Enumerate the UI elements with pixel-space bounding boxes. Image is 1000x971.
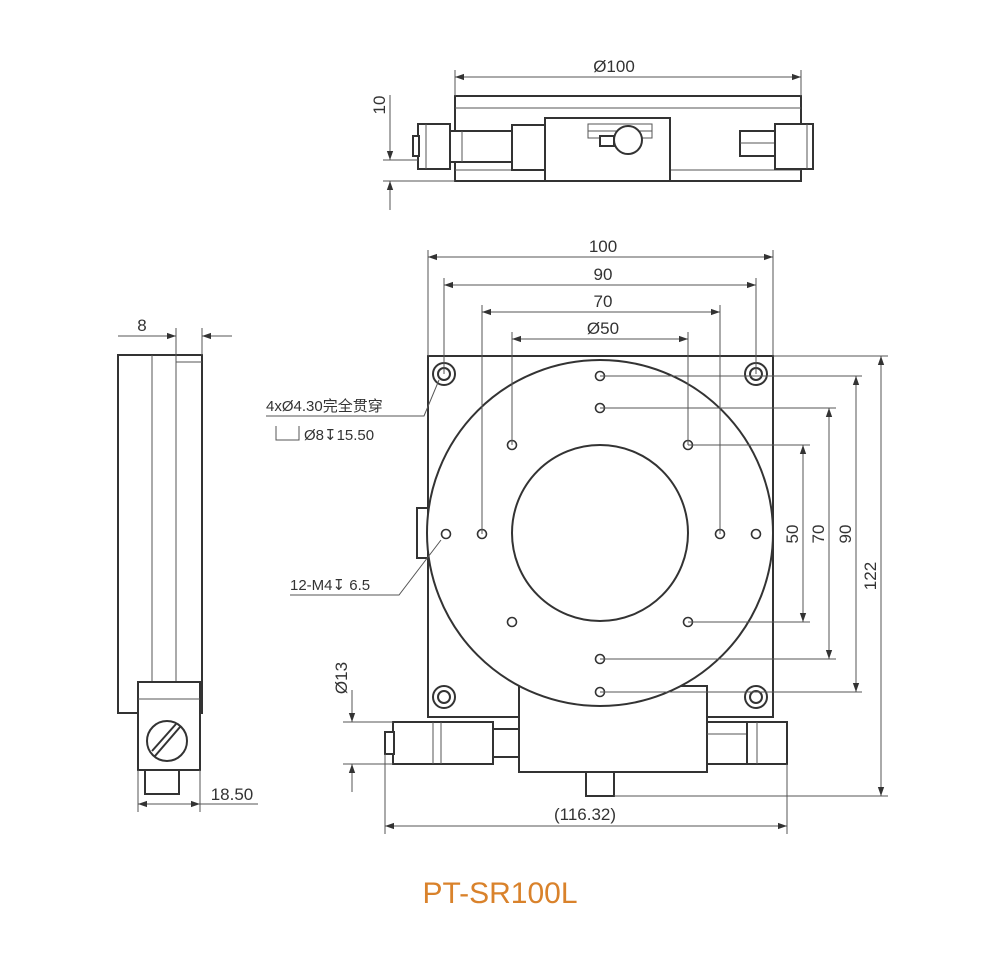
dimension-top-height: 10 — [370, 96, 389, 115]
front-view: 100 90 70 Ø50 50 70 90 122 Ø13 (116 — [266, 237, 888, 834]
model-name: PT-SR100L — [422, 877, 577, 910]
dimension-side-thickness: 8 — [137, 316, 146, 335]
side-view-body — [117, 354, 203, 714]
dimension-width-90: 90 — [594, 265, 613, 284]
front-view-spring-housing — [706, 721, 748, 765]
dimension-top-width: Ø100 — [593, 57, 635, 76]
thread-leader — [290, 539, 442, 596]
dimension-height-50: 50 — [783, 525, 802, 544]
front-view-bottom-knob — [585, 771, 615, 797]
top-view-lock-ball — [613, 125, 643, 155]
dimension-width-70: 70 — [594, 292, 613, 311]
thread-note: 12-M4↧ 6.5 — [290, 577, 370, 594]
dimension-height-90: 90 — [836, 525, 855, 544]
front-view-end-cap — [746, 721, 788, 765]
dimension-overall-width: (116.32) — [554, 805, 616, 824]
top-view-micrometer-thimble — [417, 123, 451, 170]
top-view-micrometer-sleeve — [449, 130, 513, 163]
front-view-center-aperture — [511, 444, 689, 622]
side-view: 8 18.50 — [117, 316, 258, 812]
dimension-diameter-50: Ø50 — [587, 319, 619, 338]
top-view-carriage — [544, 117, 671, 182]
side-view-knob — [144, 769, 180, 795]
counterbore-note: Ø8↧15.50 — [304, 427, 374, 444]
dimension-knob-diameter: Ø13 — [332, 662, 351, 694]
counterbore-symbol — [275, 426, 300, 441]
dimension-side-depth: 18.50 — [211, 785, 254, 804]
top-view: Ø100 10 — [370, 57, 814, 210]
mount-hole-leader — [266, 379, 440, 417]
dimension-height-122: 122 — [861, 562, 880, 590]
dimension-height-70: 70 — [809, 525, 828, 544]
dimension-width-100: 100 — [589, 237, 617, 256]
mount-hole-note: 4xØ4.30完全贯穿 — [266, 397, 383, 415]
front-view-micrometer — [392, 721, 494, 765]
